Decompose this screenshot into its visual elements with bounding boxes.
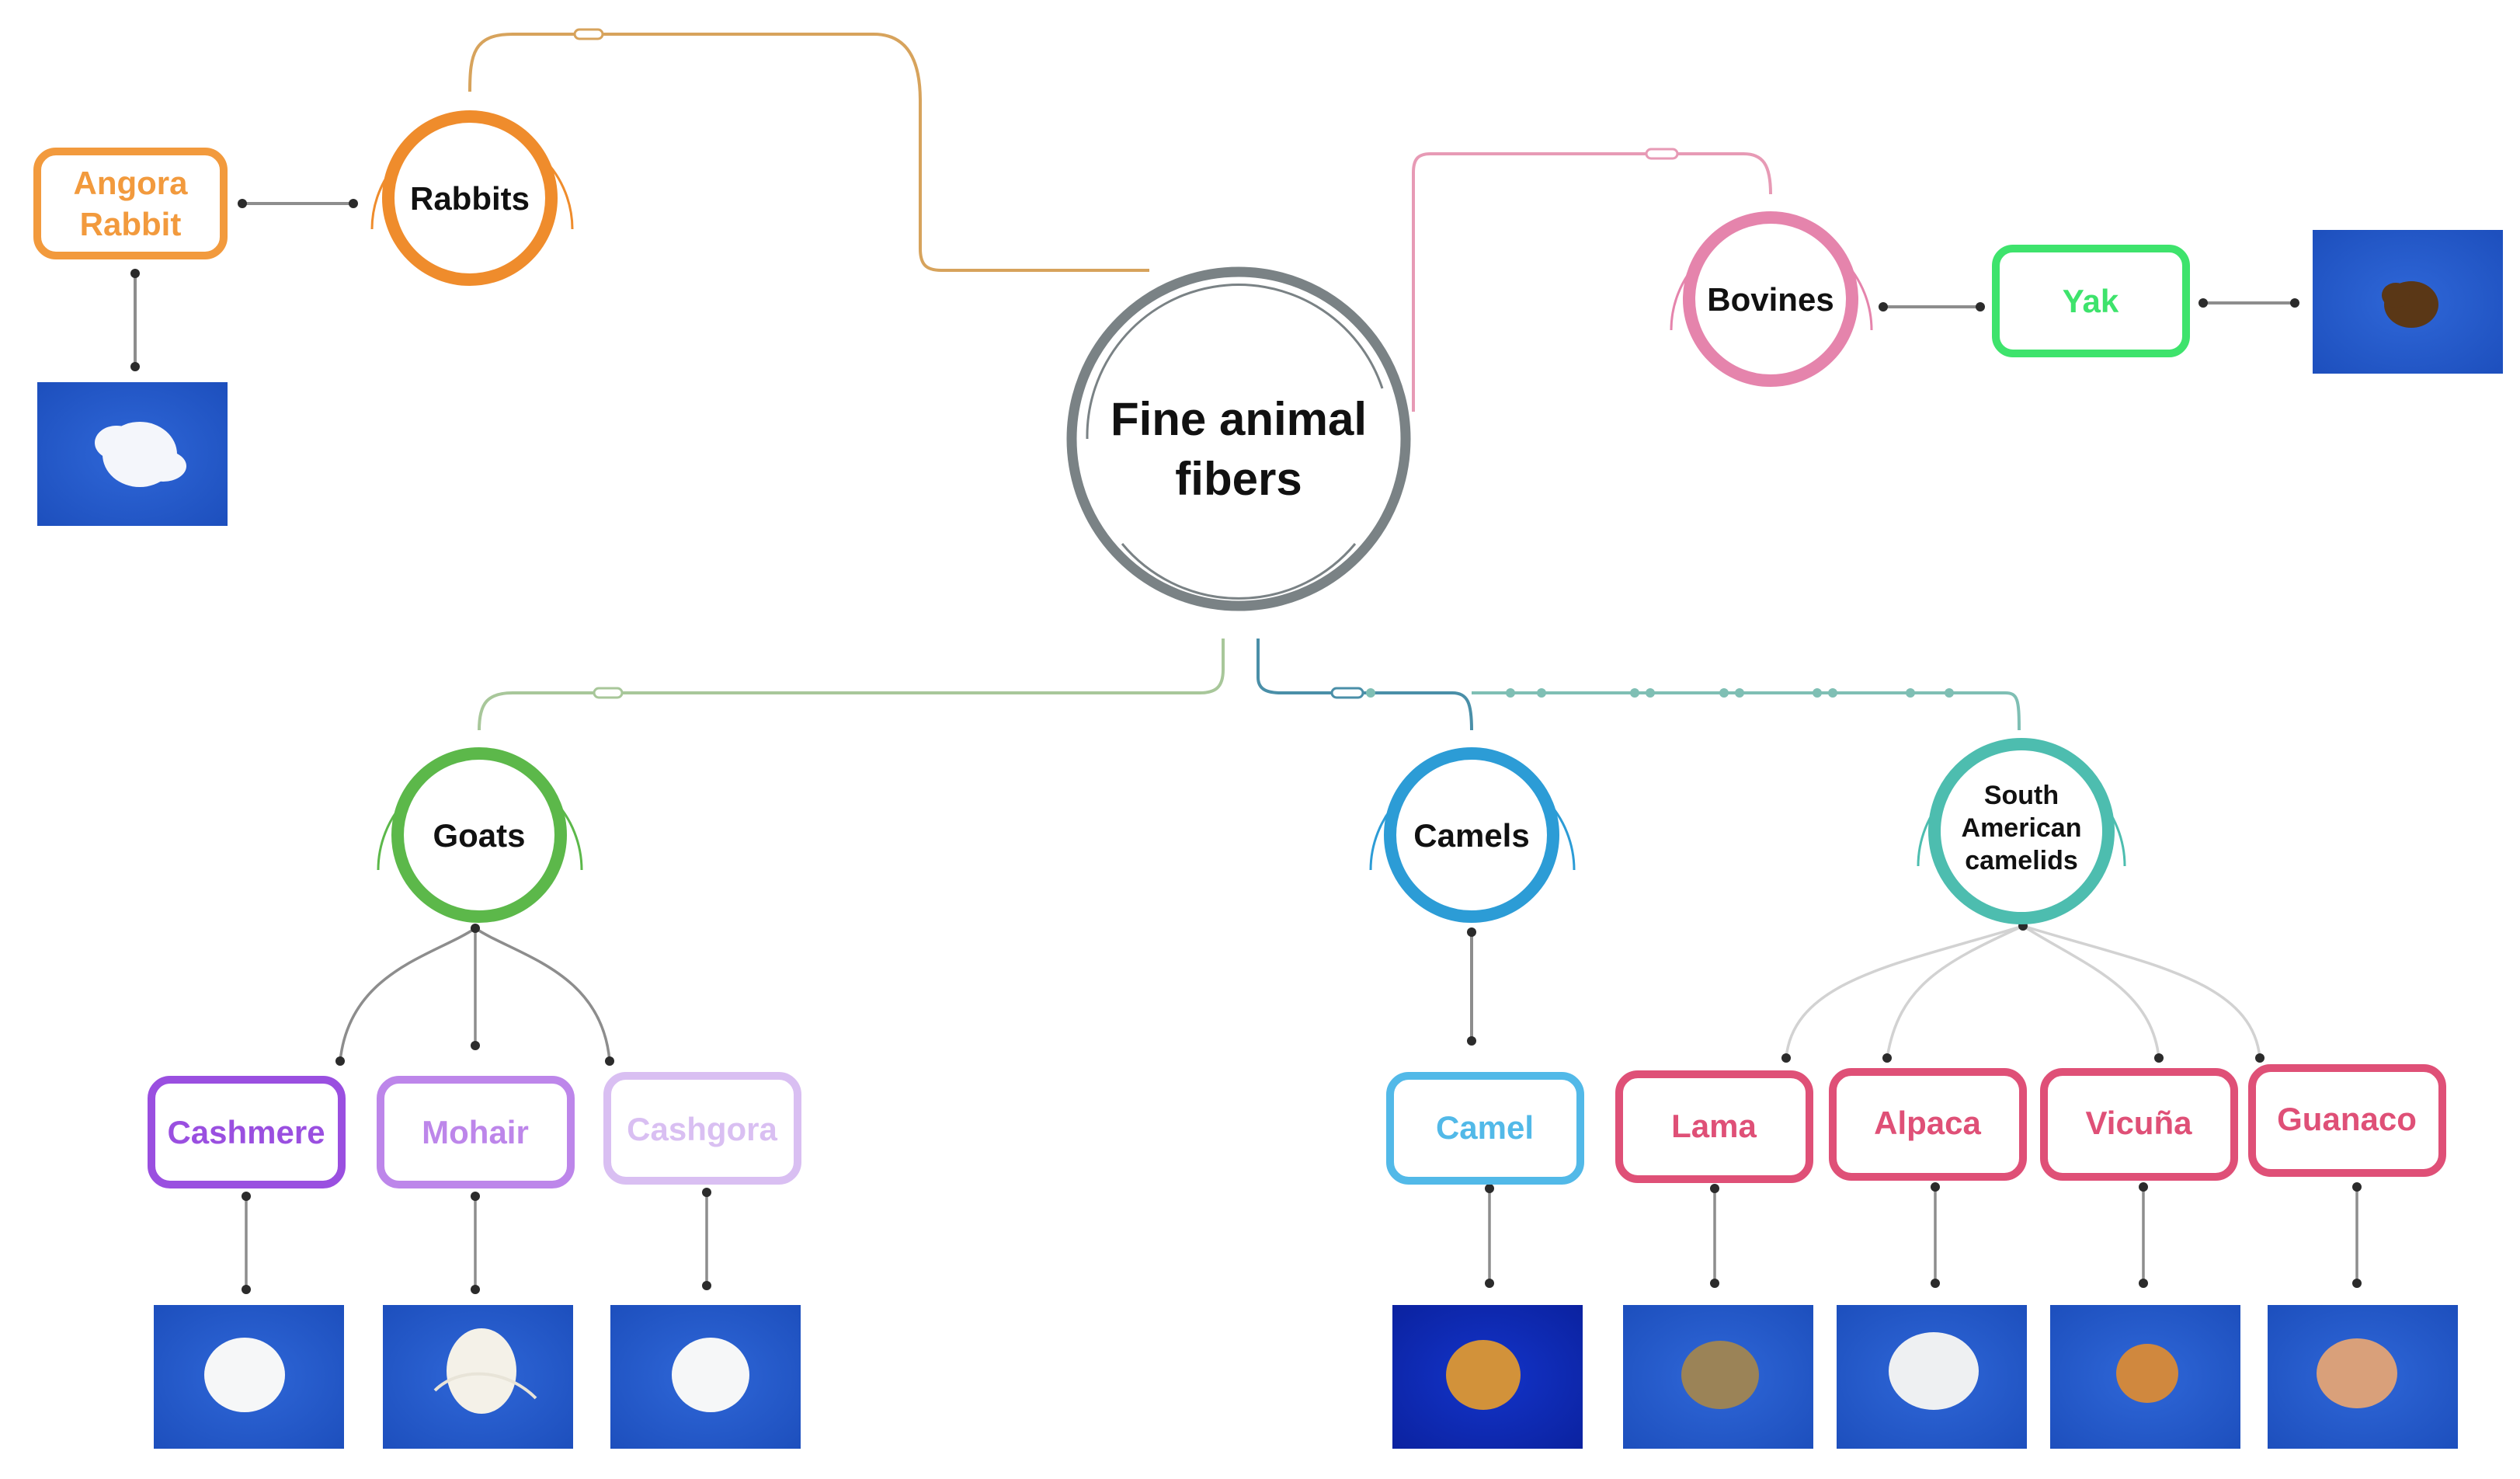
goats-ring <box>391 747 567 923</box>
center-ring <box>1066 266 1411 611</box>
camels-ring <box>1384 747 1559 923</box>
fiber-camel: Camel <box>1386 1072 1584 1185</box>
guanaco-box <box>2248 1064 2446 1177</box>
swatch-lama <box>1623 1305 1813 1449</box>
mohair-box <box>377 1076 575 1188</box>
group-bovines: Bovines <box>1670 211 1873 387</box>
connector-bovines-center <box>1412 152 1772 412</box>
angora-box <box>33 148 228 259</box>
connectors <box>130 28 2362 1294</box>
sac-label-line3: camelids <box>1965 846 2078 875</box>
fiber-cashmere: Cashmere <box>148 1076 346 1188</box>
connector-dot <box>1781 1053 1791 1063</box>
center-label-line2: fibers <box>1175 453 1302 505</box>
connector-fiber-swatches <box>245 1187 2358 1289</box>
connector-dot <box>349 199 358 208</box>
sac-ring <box>1928 738 2115 924</box>
angora-label-line1: Angora <box>74 165 189 201</box>
connector-center-camels <box>1257 639 1473 731</box>
connector-dot <box>2290 298 2299 308</box>
swatch-cashgora <box>610 1305 801 1449</box>
swatch-guanaco <box>2268 1305 2458 1449</box>
mohair-label: Mohair <box>422 1114 529 1150</box>
camel-label: Camel <box>1436 1109 1534 1146</box>
group-goats: Goats <box>377 747 583 923</box>
fiber-lama: Lama <box>1615 1070 1813 1183</box>
bovines-ring <box>1683 211 1858 387</box>
alpaca-box <box>1829 1068 2027 1181</box>
cashmere-box <box>148 1076 346 1188</box>
cashgora-label: Cashgora <box>627 1111 777 1147</box>
angora-label-line2: Rabbit <box>80 206 182 242</box>
lama-box <box>1615 1070 1813 1183</box>
connector-goats-marker <box>593 687 624 699</box>
connector-dot <box>2198 298 2208 308</box>
connector-dot <box>471 924 480 933</box>
swatch-alpaca <box>1837 1305 2027 1449</box>
connector-center-sac <box>1472 691 2021 731</box>
connector-dot <box>471 1041 480 1050</box>
connector-dot <box>1882 1053 1892 1063</box>
swatch-vicuna <box>2050 1305 2240 1449</box>
goats-label: Goats <box>433 817 525 854</box>
connector-dot <box>2255 1053 2265 1063</box>
sac-label-line2: American <box>1962 813 2082 843</box>
lama-label: Lama <box>1671 1108 1757 1144</box>
connector-dot <box>2154 1053 2164 1063</box>
center-label-line1: Fine animal <box>1111 393 1367 445</box>
fiber-yak: Yak <box>1992 245 2190 357</box>
group-rabbits: Rabbits <box>370 110 574 286</box>
bovines-label: Bovines <box>1707 281 1834 318</box>
connector-dot <box>130 362 140 371</box>
sac-label-line1: South <box>1984 781 2059 810</box>
rabbits-label: Rabbits <box>410 180 530 217</box>
fiber-vicuna: Vicuña <box>2040 1068 2238 1181</box>
connector-dot <box>1879 302 1888 311</box>
yak-label: Yak <box>2063 283 2119 319</box>
fiber-guanaco: Guanaco <box>2248 1064 2446 1177</box>
connector-camels-marker <box>1330 687 1364 699</box>
vicuna-box <box>2040 1068 2238 1181</box>
camels-label: Camels <box>1413 817 1529 854</box>
fiber-cashgora: Cashgora <box>603 1072 801 1185</box>
vicuna-label: Vicuña <box>2086 1105 2193 1141</box>
center-ring-lower <box>1121 543 1357 600</box>
cashmere-label: Cashmere <box>167 1114 325 1150</box>
swatch-mohair <box>383 1305 573 1449</box>
connector-dot <box>1467 1036 1476 1046</box>
group-camels: Camels <box>1369 747 1576 923</box>
cashgora-box <box>603 1072 801 1185</box>
connector-dot <box>238 199 247 208</box>
alpaca-label: Alpaca <box>1874 1105 1981 1141</box>
connector-dot <box>335 1056 345 1066</box>
connector-bovines-marker <box>1645 148 1679 160</box>
connector-sac-dots <box>1366 688 1954 698</box>
connector-rabbits-center <box>468 33 1149 272</box>
fiber-alpaca: Alpaca <box>1829 1068 2027 1181</box>
camel-box <box>1386 1072 1584 1185</box>
group-south-american-camelids: South American camelids <box>1917 738 2126 924</box>
connector-dot <box>1467 927 1476 937</box>
guanaco-label: Guanaco <box>2277 1101 2417 1137</box>
connector-goats-children <box>339 927 611 1062</box>
swatch-camel <box>1392 1305 1583 1449</box>
fiber-angora: Angora Rabbit <box>33 148 228 259</box>
yak-box <box>1992 245 2190 357</box>
connector-dot <box>605 1056 614 1066</box>
connector-center-goats <box>478 639 1225 731</box>
rabbits-ring <box>382 110 558 286</box>
connector-rabbits-marker <box>573 28 604 40</box>
swatch-cashmere <box>154 1305 344 1449</box>
connector-dot <box>130 269 140 278</box>
connector-sac-children <box>1785 924 2261 1059</box>
center-node: Fine animal fibers <box>1066 266 1411 611</box>
connector-fiber-swatch-dots <box>242 1182 2362 1294</box>
fiber-mohair: Mohair <box>377 1076 575 1188</box>
center-ring-inner <box>1086 284 1384 440</box>
connector-dot <box>1976 302 1985 311</box>
swatch-angora <box>37 382 228 526</box>
swatch-yak <box>2313 230 2503 374</box>
